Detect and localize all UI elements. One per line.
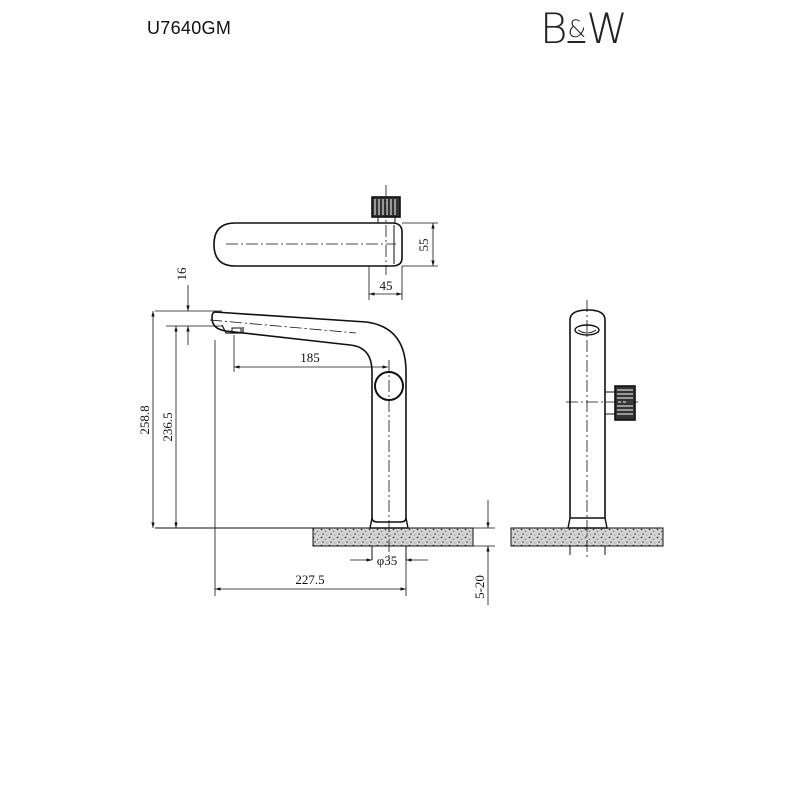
dim-top-depth: 55 <box>416 239 431 252</box>
front-faucet-body <box>569 309 606 519</box>
brand-ampersand: & <box>567 15 587 43</box>
dim-base-diameter: φ35 <box>377 553 398 568</box>
model-code: U7640GM <box>147 18 232 38</box>
front-view <box>510 300 664 560</box>
brand-letter-w: W <box>586 4 628 53</box>
dim-total-height: 258.8 <box>137 405 152 434</box>
faucet-body <box>211 311 407 523</box>
top-view-body <box>213 222 403 267</box>
dim-top-width: 45 <box>380 278 393 293</box>
brand-letter-b: B <box>540 4 567 53</box>
brand-logo: B&W <box>540 4 628 53</box>
dim-reach: 185 <box>300 350 320 365</box>
dim-deck-thickness: 5-20 <box>472 575 487 599</box>
dim-outlet-height: 236.5 <box>160 412 175 441</box>
dim-overall-length: 227.5 <box>295 572 324 587</box>
dim-spout-lip: 16 <box>174 267 189 281</box>
top-view <box>213 185 438 300</box>
front-view-handle <box>614 385 636 421</box>
countertop <box>312 527 474 547</box>
side-view <box>151 285 495 605</box>
